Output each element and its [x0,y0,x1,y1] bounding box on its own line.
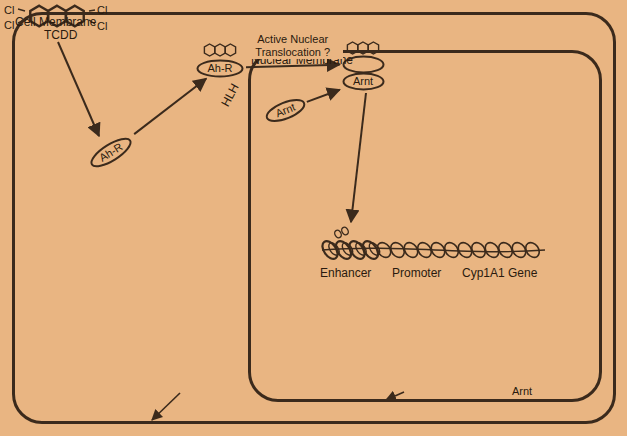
uptake-arrow [58,42,99,136]
gene-region-label: Cyp1A1 Gene [462,266,537,280]
edge-label: Active Nuclear Translocation ? [243,33,343,59]
dna-strand [319,238,545,261]
ligand-dot [340,226,349,236]
protein-name: Arnt [512,385,532,398]
protein-name: Ah-R [207,62,232,75]
cell-membrane: ArntArntArntNuclear MembraneAh-RAh-RCell… [12,12,616,424]
gene-region-label: Promoter [392,266,441,280]
binding-arrow [351,93,366,222]
chlorine-label: Cl [4,3,14,17]
protein-name: Arnt [273,100,297,120]
arnt-ellipse: Arnt [342,72,385,91]
molecule-name: TCDD [44,28,77,42]
arrow-connector [134,79,206,134]
gene-region-label: Enhancer [320,266,371,280]
nucleus: ArntArntArntNuclear Membrane [248,50,602,402]
receptor-ellipse: Ah-R [86,131,137,173]
chlorine-label: Cl [97,19,107,33]
leader-line [386,392,404,400]
protein-name: Arnt [353,75,373,88]
leader-line [152,393,180,420]
arrow-connector [307,90,340,102]
chlorine-label: Cl [97,3,107,17]
membrane-label: Cell Membrane [15,15,96,29]
bound-tcdd [204,44,235,56]
domain-label: HLH [218,81,242,109]
arnt-ellipse: Arnt [262,93,309,127]
receptor-ellipse: Ah-R [196,59,244,78]
chlorine-label: Cl [4,18,14,32]
